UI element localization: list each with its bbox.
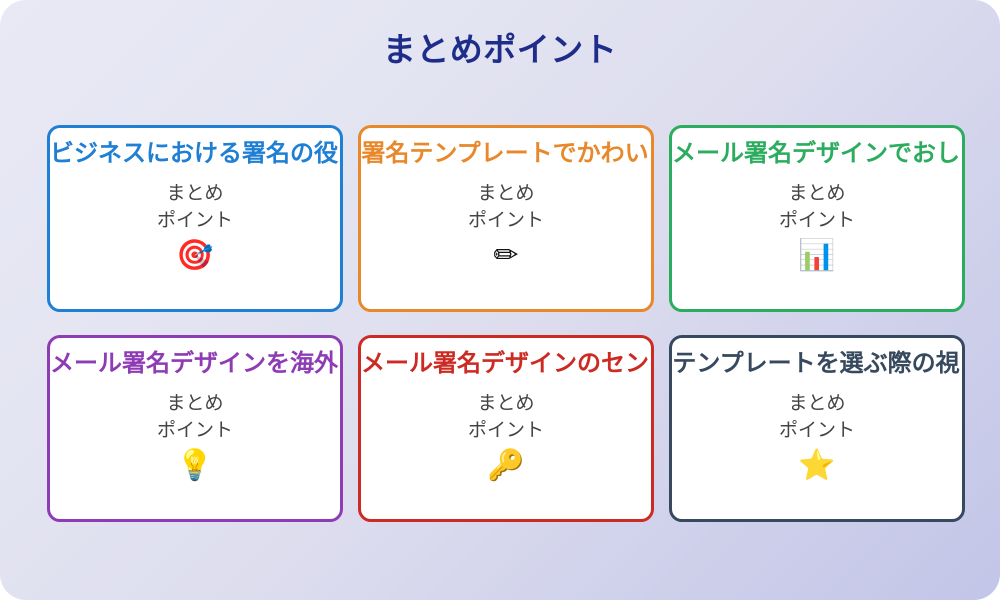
card-body-line-2: ポイント xyxy=(467,419,544,442)
card-body-line-2: ポイント xyxy=(467,209,544,232)
key-icon: 🔑 xyxy=(487,447,525,483)
dart-target-icon: 🎯 xyxy=(176,237,214,273)
card-title: メール署名デザインを海外 xyxy=(50,350,338,377)
card-body-line-2: ポイント xyxy=(778,209,855,232)
card-body-line-1: まとめ xyxy=(166,391,224,414)
lightbulb-icon: 💡 xyxy=(176,447,214,483)
summary-card[interactable]: メール署名デザインを海外 まとめ ポイント 💡 xyxy=(47,335,343,522)
card-body-line-2: ポイント xyxy=(156,209,233,232)
card-body-line-1: まとめ xyxy=(166,181,224,204)
bar-chart-icon: 📊 xyxy=(798,237,836,273)
card-title: メール署名デザインでおし xyxy=(672,140,960,167)
card-body: まとめ ポイント xyxy=(157,390,233,445)
card-title: メール署名デザインのセン xyxy=(361,350,649,377)
page-title: まとめポイント xyxy=(382,30,618,69)
pencil-icon: ✏ xyxy=(493,237,519,273)
summary-card[interactable]: 署名テンプレートでかわい まとめ ポイント ✏ xyxy=(358,125,654,312)
summary-card[interactable]: メール署名デザインのセン まとめ ポイント 🔑 xyxy=(358,335,654,522)
card-body-line-1: まとめ xyxy=(788,391,846,414)
card-title: ビジネスにおける署名の役 xyxy=(50,140,338,167)
card-body: まとめ ポイント xyxy=(779,390,855,445)
card-title: 署名テンプレートでかわい xyxy=(361,140,649,167)
card-body-line-1: まとめ xyxy=(477,181,535,204)
card-title: テンプレートを選ぶ際の視 xyxy=(672,350,960,377)
card-body: まとめ ポイント xyxy=(468,180,544,235)
card-body-line-1: まとめ xyxy=(477,391,535,414)
card-body-line-2: ポイント xyxy=(778,419,855,442)
summary-card[interactable]: メール署名デザインでおし まとめ ポイント 📊 xyxy=(669,125,965,312)
summary-card[interactable]: ビジネスにおける署名の役 まとめ ポイント 🎯 xyxy=(47,125,343,312)
star-icon: ⭐ xyxy=(798,447,836,483)
card-body-line-2: ポイント xyxy=(156,419,233,442)
card-body: まとめ ポイント xyxy=(468,390,544,445)
summary-card[interactable]: テンプレートを選ぶ際の視 まとめ ポイント ⭐ xyxy=(669,335,965,522)
summary-card-grid: ビジネスにおける署名の役 まとめ ポイント 🎯 署名テンプレートでかわい まとめ… xyxy=(47,125,965,525)
card-body: まとめ ポイント xyxy=(157,180,233,235)
card-body-line-1: まとめ xyxy=(788,181,846,204)
card-body: まとめ ポイント xyxy=(779,180,855,235)
